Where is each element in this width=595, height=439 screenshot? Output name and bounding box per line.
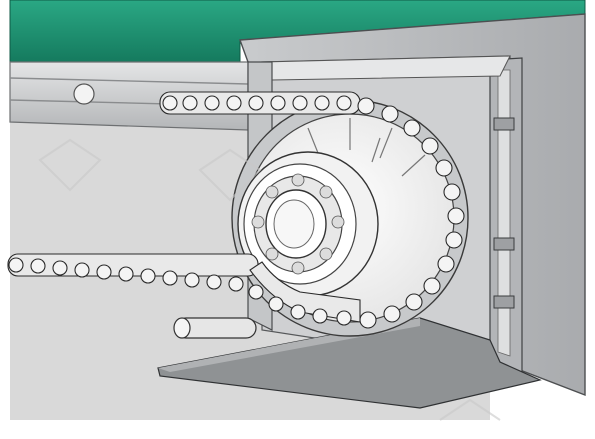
- roller-chain-arc: [357, 97, 465, 329]
- rail-bolt: [73, 83, 95, 105]
- base-plate: [157, 317, 542, 409]
- roller-chain-lower: [7, 253, 361, 326]
- ball-bearing: [237, 151, 379, 297]
- watermark: [38, 138, 501, 421]
- shaft-stub: [173, 317, 257, 339]
- roller-chain-upper: [159, 91, 361, 115]
